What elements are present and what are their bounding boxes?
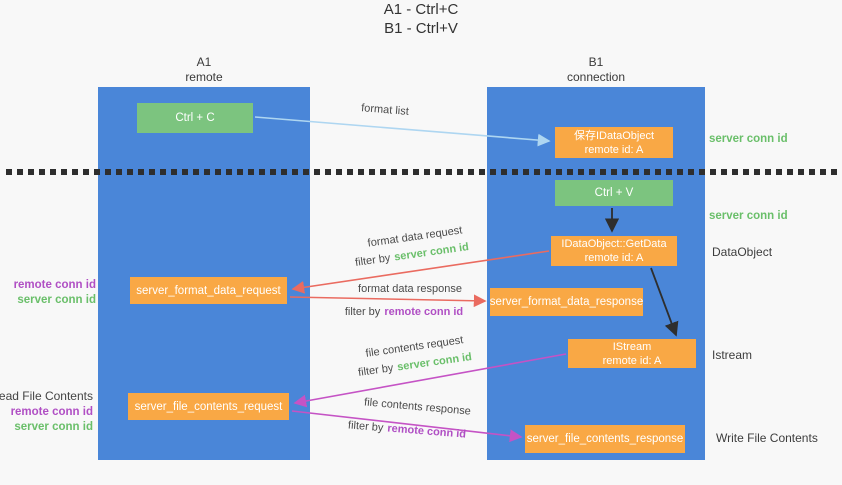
left-remote-conn-id-1: remote conn id: [13, 279, 96, 291]
node-server-file-contents-response: server_file_contents_response: [525, 425, 685, 453]
node-server-format-data-response: server_format_data_response: [490, 288, 643, 316]
node-save-idataobject-line2: remote id: A: [584, 143, 644, 156]
lane-header-a1: A1 remote: [98, 55, 310, 85]
label-format-data-response: format data response: [358, 283, 462, 295]
lane-a1-subtitle: remote: [185, 70, 223, 84]
arrow-format-data-request: [291, 250, 550, 294]
filter-prefix: filter by: [344, 306, 381, 318]
node-idataobject-getdata: IDataObject::GetData remote id: A: [551, 236, 677, 266]
node-server-format-data-response-label: server_format_data_response: [489, 296, 644, 308]
diagram-title: A1 - Ctrl+C B1 - Ctrl+V: [0, 0, 842, 38]
right-server-conn-id-2: server conn id: [709, 210, 788, 222]
node-ctrl-v-label: Ctrl + V: [594, 187, 634, 199]
dataobject-label: DataObject: [712, 245, 773, 259]
read-file-contents-label: Read File Contents: [0, 389, 93, 403]
arrow-file-contents-request: [293, 353, 567, 408]
node-istream: IStream remote id: A: [568, 339, 696, 368]
lane-b1-title: B1: [588, 55, 604, 69]
node-ctrl-c: Ctrl + C: [137, 103, 253, 133]
left-server-conn-id-2: server conn id: [14, 421, 93, 433]
right-server-conn-id-1: server conn id: [709, 133, 788, 145]
node-idataobject-getdata-line1: IDataObject::GetData: [561, 238, 667, 250]
node-save-idataobject: 保存IDataObject remote id: A: [555, 127, 673, 158]
lane-a1-title: A1: [196, 55, 212, 69]
node-server-file-contents-request-label: server_file_contents_request: [134, 400, 283, 413]
node-server-file-contents-response-label: server_file_contents_response: [526, 433, 684, 445]
node-ctrl-c-label: Ctrl + C: [175, 112, 215, 124]
istream-label: Istream: [712, 348, 753, 362]
arrow-file-contents-response: [291, 410, 523, 443]
lane-header-b1: B1 connection: [487, 55, 705, 85]
left-server-conn-id-1: server conn id: [17, 294, 96, 306]
node-istream-line2: remote id: A: [602, 354, 662, 367]
node-ctrl-v: Ctrl + V: [555, 180, 673, 206]
session-separator-dotted-line: [6, 169, 838, 175]
write-file-contents-label: Write File Contents: [716, 431, 818, 445]
left-labels-format: remote conn id server conn id: [14, 278, 96, 308]
arrow-getdata-to-istream: [650, 267, 679, 337]
lane-b1-subtitle: connection: [566, 70, 626, 84]
node-istream-line1: IStream: [612, 340, 652, 353]
node-idataobject-getdata-line2: remote id: A: [584, 252, 644, 264]
arrow-format-list: [254, 116, 551, 147]
node-server-format-data-request: server_format_data_request: [130, 277, 287, 304]
left-labels-file: Read File Contents remote conn id server…: [0, 388, 93, 435]
node-save-idataobject-line1: 保存IDataObject: [573, 129, 655, 142]
title-line-a1: A1 - Ctrl+C: [383, 1, 459, 18]
left-remote-conn-id-2: remote conn id: [10, 406, 93, 418]
arrow-format-data-response: [289, 294, 487, 308]
filter-key-remote-conn-id: remote conn id: [384, 306, 464, 318]
node-server-format-data-request-label: server_format_data_request: [136, 284, 281, 297]
node-server-file-contents-request: server_file_contents_request: [128, 393, 289, 420]
title-line-b1: B1 - Ctrl+V: [384, 20, 458, 37]
